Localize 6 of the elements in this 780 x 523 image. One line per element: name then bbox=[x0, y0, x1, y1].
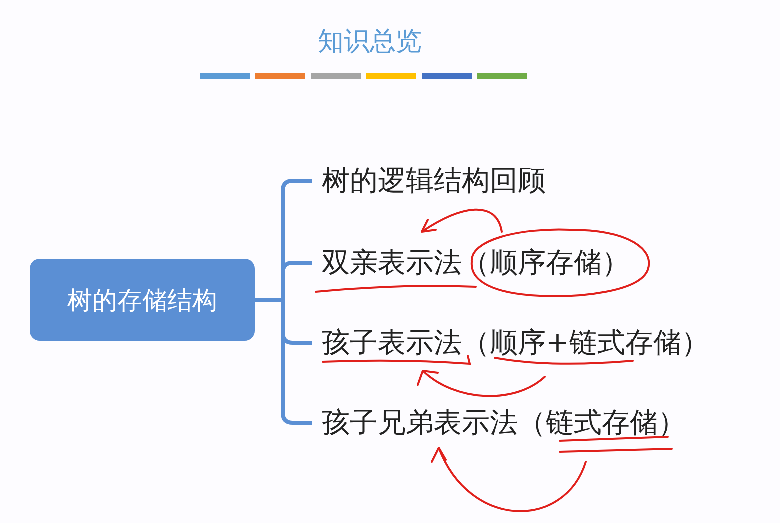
branch-text: 树的逻辑结构回顾 bbox=[322, 163, 546, 199]
branch-text: 孩子兄弟表示法（链式存储） bbox=[322, 405, 686, 441]
title: 知识总览 bbox=[318, 26, 422, 59]
branch-text: 双亲表示法（顺序存储） bbox=[322, 245, 630, 281]
topic-box: 树的存储结构 bbox=[30, 259, 255, 341]
branch-text: 孩子表示法（顺序+链式存储） bbox=[322, 325, 710, 361]
